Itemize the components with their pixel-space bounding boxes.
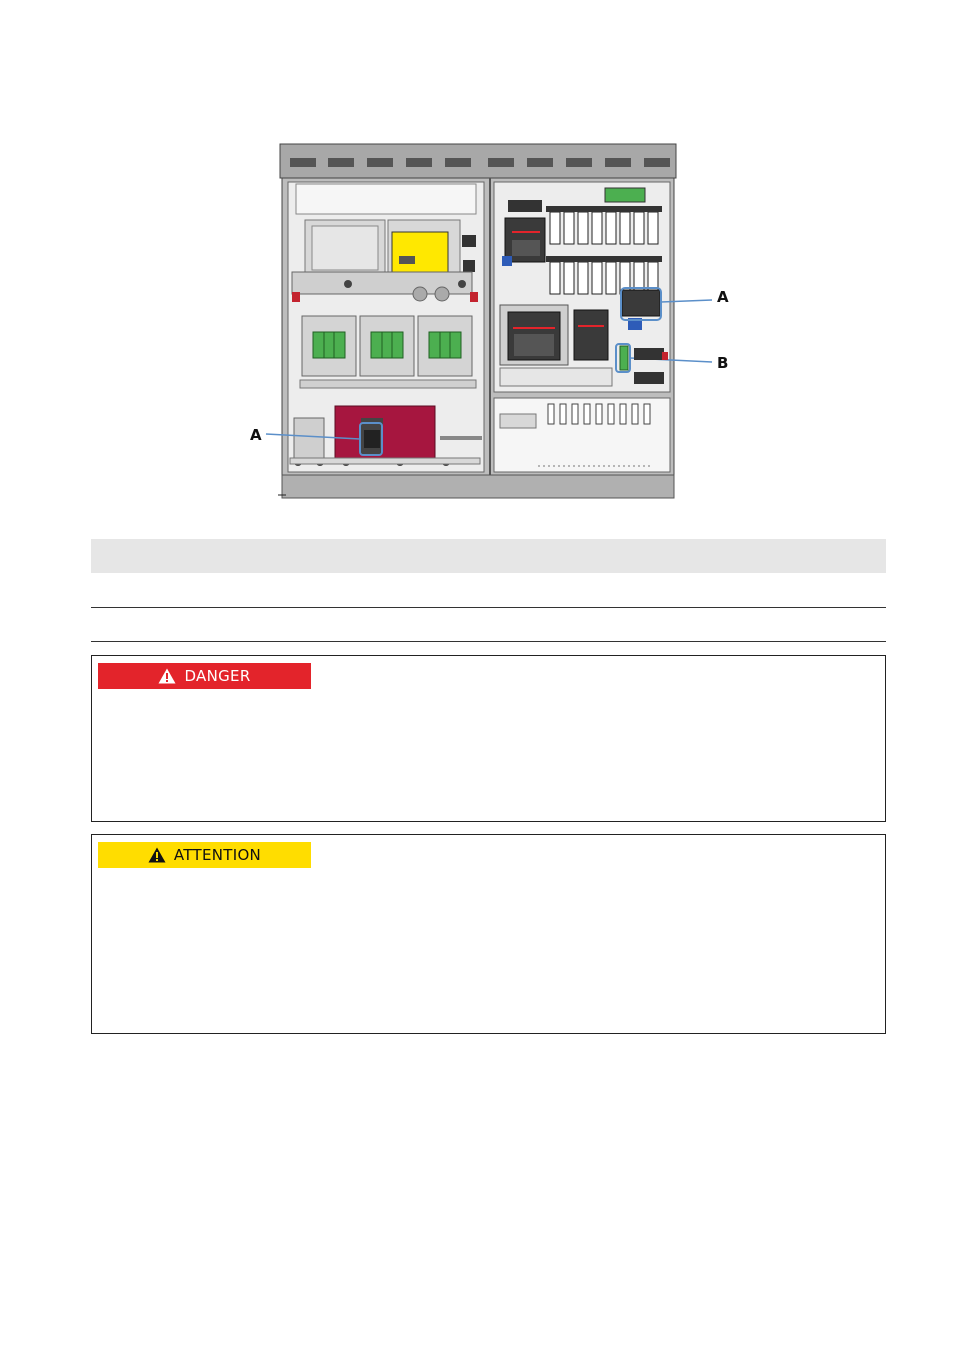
transformer [334, 405, 436, 461]
danger-label: DANGER [184, 667, 251, 685]
contactor-modules [301, 315, 473, 377]
table-rule-2 [91, 641, 886, 642]
attention-notice: ATTENTION [91, 834, 886, 1034]
danger-notice: DANGER [91, 655, 886, 822]
callout-label-b: B [717, 354, 729, 372]
callout-label-a-left: A [250, 426, 262, 444]
table-header-bar [91, 539, 886, 573]
cabinet-drawing [265, 143, 713, 499]
callout-box-a-right [620, 287, 662, 321]
attention-badge: ATTENTION [98, 842, 311, 868]
attention-label: ATTENTION [173, 846, 262, 864]
right-lower-compartment [493, 397, 671, 473]
warning-triangle-icon [158, 668, 176, 684]
warning-triangle-icon [148, 847, 166, 863]
callout-label-a-top: A [717, 288, 729, 306]
danger-badge: DANGER [98, 663, 311, 689]
roof-vents [290, 158, 670, 167]
cabinet-figure: A B A [250, 140, 750, 505]
table-rule-1 [91, 607, 886, 608]
